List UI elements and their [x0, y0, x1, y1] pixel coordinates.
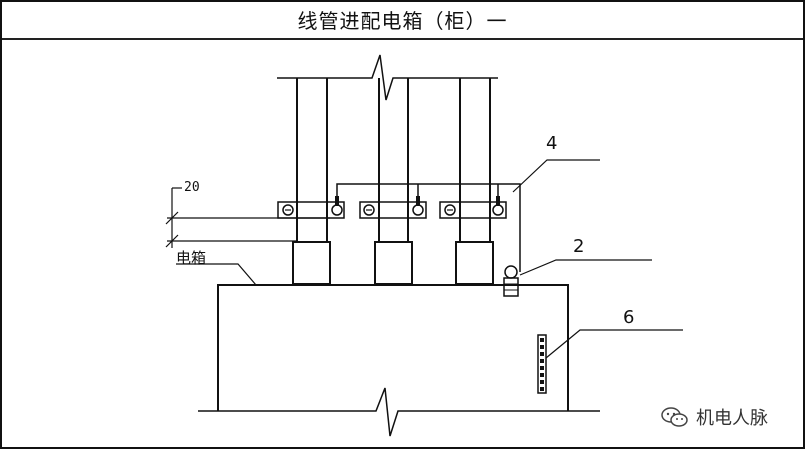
ground-clamp-3 [439, 201, 507, 219]
clamp-screw-3b [492, 204, 504, 216]
wechat-icon [661, 407, 688, 427]
ground-washer [504, 265, 518, 279]
top-break-line [277, 54, 498, 101]
watermark: 机电人脉 [660, 404, 768, 430]
watermark-text: 机电人脉 [696, 408, 768, 429]
ground-bolt [503, 277, 519, 297]
title-bar: 线管进配电箱（柜）一 [1, 1, 804, 40]
clamp-screw-2b [412, 204, 424, 216]
callout-2: 2 [573, 236, 585, 257]
dimension-label: 20 [184, 180, 200, 195]
lock-nut-3 [455, 241, 494, 285]
lock-nut-1 [292, 241, 331, 285]
box-bottom-break [198, 387, 600, 437]
ground-jumper-wire [336, 183, 521, 272]
leader-6 [545, 329, 683, 359]
leader-2 [519, 259, 652, 276]
ground-clamp-2 [359, 201, 427, 219]
leader-box [176, 263, 257, 286]
callout-4: 4 [546, 133, 558, 154]
lock-nut-2 [374, 241, 413, 285]
page-title: 线管进配电箱（柜）一 [297, 9, 508, 33]
box-top-left [217, 284, 569, 411]
clamp-screw-1b [331, 204, 343, 216]
box-label: 电箱 [176, 249, 207, 267]
leader-4 [512, 159, 600, 193]
callout-6: 6 [623, 307, 635, 328]
terminal-strip [537, 334, 547, 394]
